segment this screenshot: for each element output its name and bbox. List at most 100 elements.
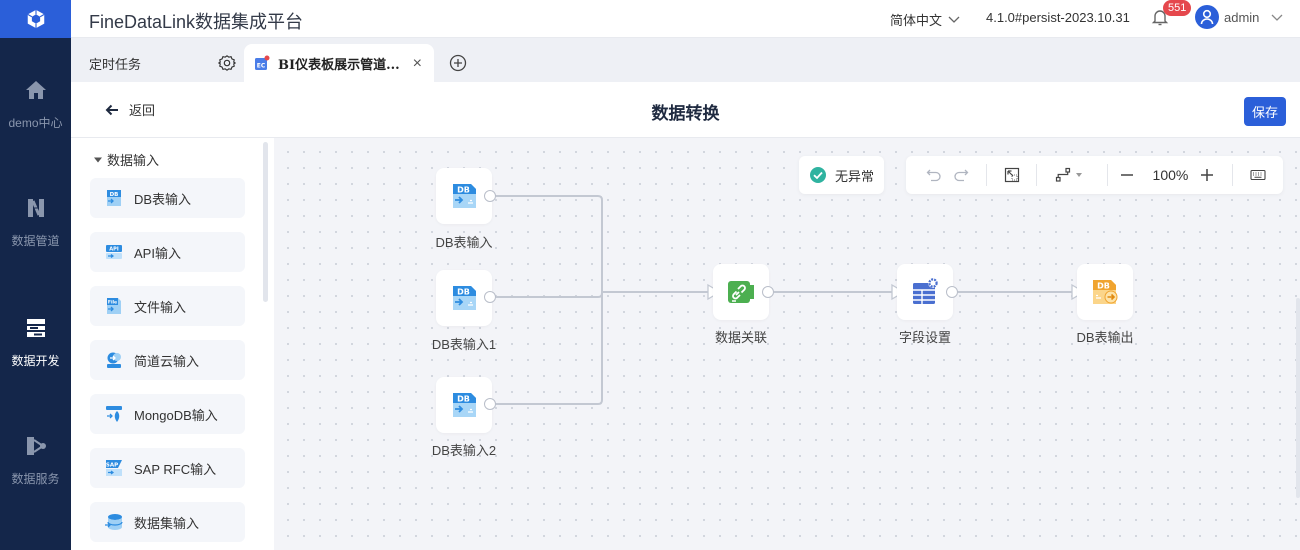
fit-view-icon [1004,167,1019,183]
edge-db-input-to-join [496,195,708,293]
out-port[interactable] [762,286,774,298]
node-db-output[interactable]: DB [1077,264,1133,320]
language-select[interactable]: 简体中文 [890,10,960,29]
top-header: FineDataLink数据集成平台 简体中文 4.1.0#persist-20… [0,0,1300,38]
user-menu[interactable]: admin [1224,10,1283,25]
component-jdy-input[interactable]: 简道云输入 [90,340,245,380]
task-calendar-icon: EC [255,55,270,70]
node-db-input-1[interactable]: DB [436,270,492,326]
component-dataset-input[interactable]: 数据集输入 [90,502,245,542]
out-port[interactable] [484,398,496,410]
toolbar-divider [986,164,988,186]
group-title: 数据输入 [107,153,160,168]
svg-text:API: API [109,247,119,253]
flow-canvas[interactable]: 无异常 [274,138,1300,550]
db-input-icon: DB [453,393,476,417]
tab-bi-pipeline[interactable]: EC BI仪表板展示管道... × [244,44,434,82]
svg-text:EC: EC [257,63,266,70]
language-label: 简体中文 [890,13,943,28]
panel-scrollbar[interactable] [263,142,268,302]
node-label: DB表输入1 [431,337,497,352]
zoom-in-button[interactable] [1194,156,1219,194]
node-field-settings[interactable] [897,264,953,320]
caret-down-icon [94,157,102,162]
out-port[interactable] [946,286,958,298]
api-input-icon: API [106,245,122,259]
save-button[interactable]: 保存 [1243,97,1286,126]
nav-label: 数据服务 [11,472,60,486]
nav-item-dev[interactable]: 数据开发 [0,316,71,369]
out-port[interactable] [484,190,496,202]
user-name: admin [1224,10,1260,25]
db-input-icon: DB [453,286,476,310]
page-header: 数据转换 返回 保存 [71,82,1300,138]
keyboard-shortcuts-button[interactable] [1233,156,1283,194]
fit-view-button[interactable] [987,156,1036,194]
file-input-icon: File [107,298,121,314]
toolbar-divider [1231,164,1233,186]
service-icon [26,437,46,455]
undo-button[interactable] [920,156,947,194]
component-label: SAP RFC输入 [134,461,217,477]
component-file-input[interactable]: File 文件输入 [90,286,245,326]
component-label: MongoDB输入 [134,407,218,423]
canvas-scrollbar[interactable] [1296,298,1300,498]
sap-input-icon: SAP [106,460,122,476]
node-label: DB表输出 [1076,330,1134,345]
tab-scheduled-tasks[interactable]: 定时任务 [71,44,246,82]
component-label: 简道云输入 [134,353,200,369]
undo-icon [926,169,941,182]
edge-style-dropdown[interactable] [1037,156,1101,194]
validation-status[interactable]: 无异常 [799,156,885,194]
avatar[interactable] [1195,5,1219,29]
status-label: 无异常 [835,168,875,184]
out-port[interactable] [484,291,496,303]
check-circle-icon [810,167,826,183]
keyboard-icon [1250,169,1266,181]
home-icon [25,81,46,99]
zoom-out-button[interactable] [1108,156,1147,194]
component-panel: 数据输入 DB DB表输入 API API输入 Fi [71,138,274,550]
component-api-input[interactable]: API API输入 [90,232,245,272]
toolbar-divider [1035,164,1037,186]
component-label: 数据集输入 [134,515,200,531]
component-db-input[interactable]: DB DB表输入 [90,178,245,218]
node-db-input[interactable]: DB [436,168,492,224]
node-data-join[interactable] [713,264,769,320]
component-mongodb-input[interactable]: MongoDB输入 [90,394,245,434]
logo[interactable] [0,0,71,38]
user-icon [1200,9,1214,25]
add-tab-icon[interactable] [449,54,467,72]
nav-label: 数据开发 [11,354,60,368]
caret-down-icon [1075,173,1082,177]
version-label: 4.1.0#persist-2023.10.31 [986,10,1130,25]
back-label: 返回 [129,103,156,118]
redo-button[interactable] [947,156,974,194]
close-tab-icon[interactable]: × [412,55,422,72]
page-title: 数据转换 [651,104,720,123]
jdy-input-icon [107,352,121,368]
group-header-data-input[interactable]: 数据输入 [93,150,159,169]
notification-badge: 551 [1163,0,1192,16]
tab-bar: 定时任务 EC BI仪表板展示管道... × [71,38,1300,82]
node-label: 字段设置 [898,330,951,345]
svg-text:DB: DB [457,395,470,404]
node-db-input-2[interactable]: DB [436,377,492,433]
bell-icon[interactable] [1150,7,1170,27]
nav-item-pipeline[interactable]: 数据管道 [0,196,71,249]
chevron-down-icon [948,16,960,23]
svg-text:DB: DB [1097,282,1110,291]
gear-icon[interactable] [218,54,236,72]
back-button[interactable]: 返回 [105,100,155,119]
connector-icon [1055,167,1070,182]
nav-item-service[interactable]: 数据服务 [0,434,71,487]
node-label: 数据关联 [714,330,767,345]
svg-text:File: File [108,300,117,306]
component-label: API输入 [134,245,181,261]
logo-cube-icon [26,9,45,29]
component-sap-input[interactable]: SAP SAP RFC输入 [90,448,245,488]
pipeline-icon [27,199,44,217]
nav-item-demo[interactable]: demo中心 [0,78,71,131]
tab-label: 定时任务 [89,56,142,72]
component-label: 文件输入 [134,299,187,315]
